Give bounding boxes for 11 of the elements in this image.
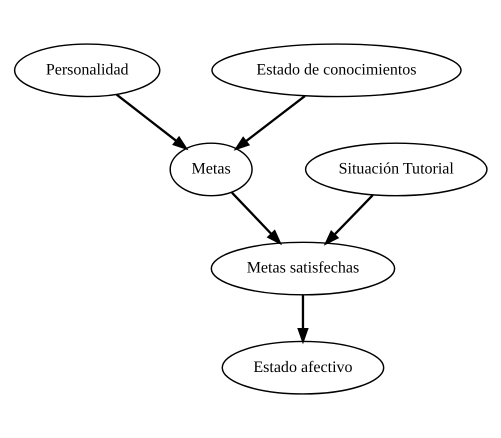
node-ellipse: Estado afectivo [221, 340, 384, 395]
arrow [230, 192, 282, 246]
node-ellipse: Metas satisfechas [210, 242, 395, 296]
node-ellipse: Estado de conocimientos [210, 43, 462, 98]
arrow [115, 94, 188, 150]
node-ellipse: Metas [168, 142, 252, 196]
arrow [296, 295, 308, 344]
node-ellipse: Situación Tutorial [304, 142, 488, 196]
node-ellipse: Personalidad [13, 43, 160, 98]
arrow [233, 95, 306, 151]
arrow [323, 194, 374, 246]
